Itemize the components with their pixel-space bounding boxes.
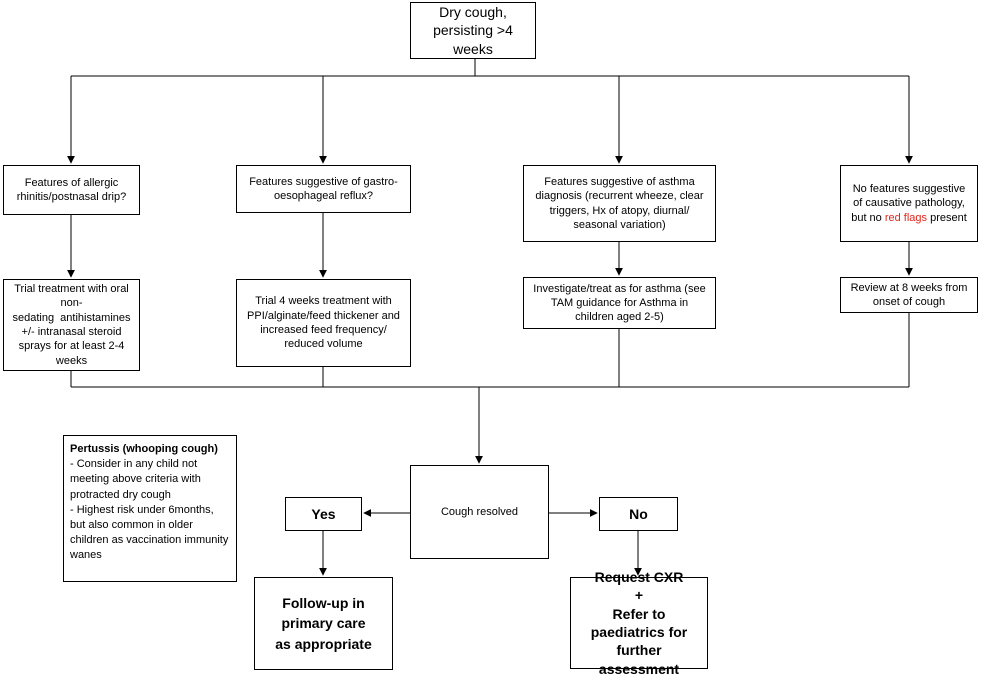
allergic-action-line-3: sedating antihistamines (12, 311, 131, 324)
red-flags-text: red flags (884, 211, 928, 224)
start-line-3: weeks (453, 40, 493, 57)
allergic-action-line-4: +/- intranasal steroid (21, 326, 122, 338)
allergic-action-line-5: sprays for at least 2-4 (18, 340, 125, 353)
pertussis-title: Pertussis (whooping cough) (70, 443, 218, 455)
allergic-action-box: Trial treatment with oral non- sedating … (3, 279, 140, 371)
asthma-action-box: Investigate/treat as for asthma (see TAM… (523, 277, 716, 329)
yes-text: Yes (311, 505, 336, 522)
cough-resolved-box: Cough resolved (410, 465, 549, 559)
reflux-action-text: Trial 4 weeks treatment with PPI/alginat… (247, 295, 400, 351)
refer-line-2: + (634, 587, 644, 604)
refer-box: Request CXR + Refer to paediatrics for f… (570, 569, 708, 677)
allergic-action-line-6: weeks (55, 354, 88, 367)
refer-line-1: Request CXR (594, 568, 684, 585)
followup-box: Follow-up in primary care as appropriate (254, 577, 393, 670)
refer-line-3: Refer to paediatrics for further assessm… (590, 605, 688, 677)
allergic-action-line-1: Trial treatment with oral (14, 283, 129, 296)
reflux-feature-text: Features suggestive of gastro-oesophagea… (249, 175, 398, 202)
start-line-1: Dry cough, (439, 4, 507, 21)
review-action-box: Review at 8 weeks from onset of cough (840, 277, 978, 313)
no-text: No (629, 505, 648, 522)
no-features-text-after: present (927, 211, 967, 224)
asthma-feature-text: Features suggestive of asthma diagnosis … (535, 175, 704, 231)
cough-resolved-text: Cough resolved (440, 505, 519, 518)
no-features-box: No features suggestive of causative path… (840, 165, 978, 242)
pertussis-point-1: - Consider in any child not meeting abov… (70, 458, 201, 501)
reflux-action-box: Trial 4 weeks treatment with PPI/alginat… (236, 279, 411, 367)
asthma-action-text: Investigate/treat as for asthma (see TAM… (533, 282, 706, 324)
allergic-action-line-2: non- (60, 297, 83, 310)
reflux-feature-box: Features suggestive of gastro-oesophagea… (236, 165, 411, 213)
no-box: No (599, 497, 678, 531)
yes-box: Yes (285, 497, 362, 531)
pertussis-point-2: - Highest risk under 6months, but also c… (70, 503, 229, 562)
no-features-text-before: No features suggestive of causative path… (851, 183, 966, 224)
asthma-feature-box: Features suggestive of asthma diagnosis … (523, 165, 716, 242)
followup-text: Follow-up in primary care as appropriate (275, 595, 372, 652)
allergic-feature-text: Features of allergic rhinitis/postnasal … (16, 176, 127, 203)
no-features-text: No features suggestive of causative path… (847, 182, 971, 225)
allergic-feature-box: Features of allergic rhinitis/postnasal … (3, 165, 140, 215)
pertussis-note: Pertussis (whooping cough) - Consider in… (63, 435, 237, 582)
start-line-2: persisting >4 (433, 22, 513, 39)
review-action-text: Review at 8 weeks from onset of cough (850, 281, 968, 308)
start-box: Dry cough, persisting >4 weeks (410, 2, 536, 59)
